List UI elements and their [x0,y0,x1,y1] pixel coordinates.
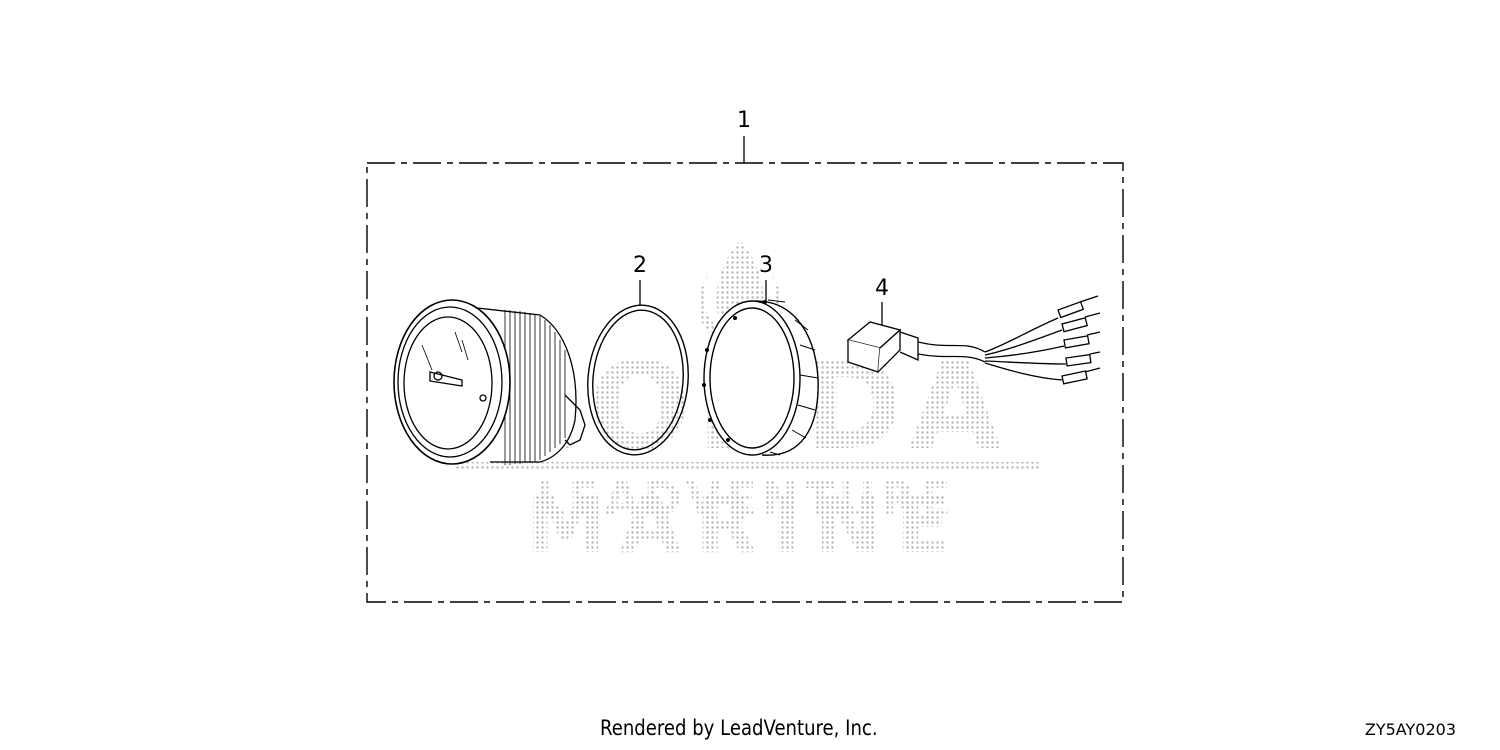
callout-label-1: 1 [737,108,751,133]
render-credit: Rendered by LeadVenture, Inc. [600,716,878,740]
seal-ring [587,304,689,456]
watermark-flame-logo [698,240,782,350]
diagram-code: ZY5AY0203 [1364,720,1456,739]
ring-ribs [767,299,819,456]
callout-2: 2 [633,253,647,305]
mounting-ring [702,299,819,456]
callout-4: 4 [875,276,889,325]
callout-3: 3 [759,253,773,302]
kit-boundary [366,162,1124,603]
callout-label-4: 4 [875,276,889,301]
callout-1: 1 [737,108,751,163]
watermark-line1: LEADVENTURE [535,472,955,526]
wire-harness [846,295,1101,385]
callout-label-2: 2 [633,253,647,278]
callout-label-3: 3 [759,253,773,278]
watermark-line2: MARINE [526,478,965,571]
watermark-band [455,462,1040,470]
wire-terminals [1057,295,1101,385]
gauge-meter [393,299,586,465]
